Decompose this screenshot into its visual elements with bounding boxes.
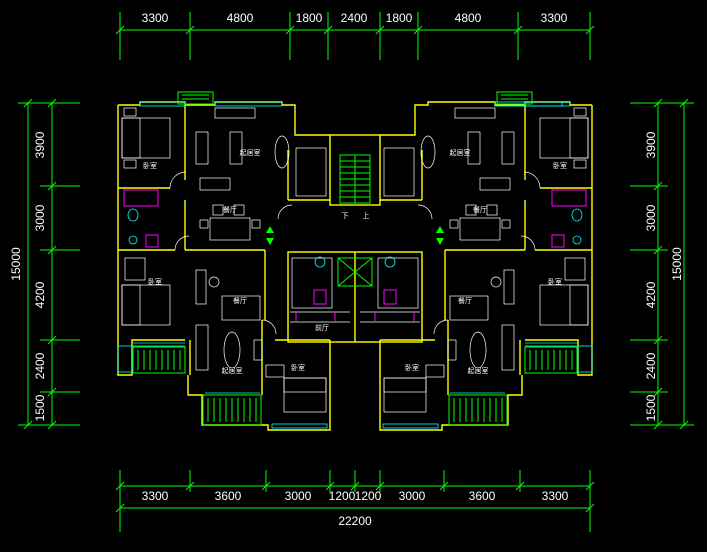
top-dim-label: 4800 [455, 11, 482, 25]
toilet-fixtures [127, 208, 583, 268]
top-dim-label: 3300 [142, 11, 169, 25]
room-label-living-room: 起居室 [450, 148, 471, 157]
left-dimension-chain [18, 98, 80, 430]
left-dimension-labels: 3900 3000 4200 2400 1500 15000 [9, 131, 47, 421]
room-label-dining-room: 餐厅 [458, 296, 472, 305]
left-dim-label: 3000 [33, 204, 47, 231]
top-dimension-labels: 3300 4800 1800 2400 1800 4800 3300 [142, 11, 568, 25]
bottom-dim-label: 3600 [469, 489, 496, 503]
room-label-bedroom: 卧室 [405, 363, 419, 372]
room-label-dining-room: 餐厅 [473, 205, 487, 214]
room-label-living-room: 起居室 [468, 366, 489, 375]
stair-core [337, 154, 373, 287]
room-label-bedroom: 卧室 [548, 277, 562, 286]
top-dim-label: 1800 [386, 11, 413, 25]
right-dim-label: 3000 [644, 204, 658, 231]
furniture [121, 107, 589, 413]
bottom-dimension-labels: 3300 3600 3000 1200 1200 3000 3600 3300 … [142, 489, 569, 528]
right-total-label: 15000 [670, 247, 684, 281]
top-dim-label: 3300 [541, 11, 568, 25]
bottom-dim-label: 3000 [399, 489, 426, 503]
room-label-bedroom: 卧室 [148, 277, 162, 286]
room-label-bedroom: 卧室 [291, 363, 305, 372]
room-label-dining-room: 餐厅 [223, 205, 237, 214]
top-dim-label: 2400 [341, 11, 368, 25]
room-labels: 卧室 起居室 餐厅 卧室 餐厅 起居室 卧室 前厅 卧室 起居室 餐厅 卧室 餐… [143, 148, 567, 375]
right-dimension-labels: 3900 3000 4200 2400 1500 15000 [644, 131, 684, 421]
bottom-dimension-chain [115, 470, 595, 532]
walls [117, 101, 593, 431]
bottom-dim-label: 3300 [142, 489, 169, 503]
room-label-dining-room: 餐厅 [233, 296, 247, 305]
left-dim-label: 1500 [33, 394, 47, 421]
right-dim-label: 3900 [644, 131, 658, 158]
room-label-living-room: 起居室 [222, 366, 243, 375]
right-dimension-chain [630, 98, 694, 430]
left-dim-label: 4200 [33, 281, 47, 308]
left-dim-label: 3900 [33, 131, 47, 158]
left-total-label: 15000 [9, 247, 23, 281]
bottom-dim-label: 1200 [355, 489, 382, 503]
bottom-dim-label: 1200 [329, 489, 356, 503]
bathroom-fixtures [123, 189, 587, 322]
right-dim-label: 1500 [644, 394, 658, 421]
right-dim-label: 2400 [644, 352, 658, 379]
room-label-bedroom: 卧室 [143, 161, 157, 170]
top-dim-label: 1800 [296, 11, 323, 25]
room-label-living-room: 起居室 [240, 148, 261, 157]
room-label-corridor: 前厅 [315, 323, 329, 332]
windows [117, 101, 593, 429]
stair-up-label: 上 [363, 211, 370, 220]
top-dim-label: 4800 [227, 11, 254, 25]
stair-down-label: 下 [342, 212, 349, 220]
room-label-bedroom: 卧室 [553, 161, 567, 170]
bottom-total-label: 22200 [338, 514, 372, 528]
balconies [132, 91, 578, 426]
bottom-dim-label: 3000 [285, 489, 312, 503]
left-dim-label: 2400 [33, 352, 47, 379]
right-dim-label: 4200 [644, 281, 658, 308]
top-dimension-chain [115, 12, 595, 60]
stair-arrow-icons [266, 226, 444, 245]
bottom-dim-label: 3600 [215, 489, 242, 503]
bottom-dim-label: 3300 [542, 489, 569, 503]
